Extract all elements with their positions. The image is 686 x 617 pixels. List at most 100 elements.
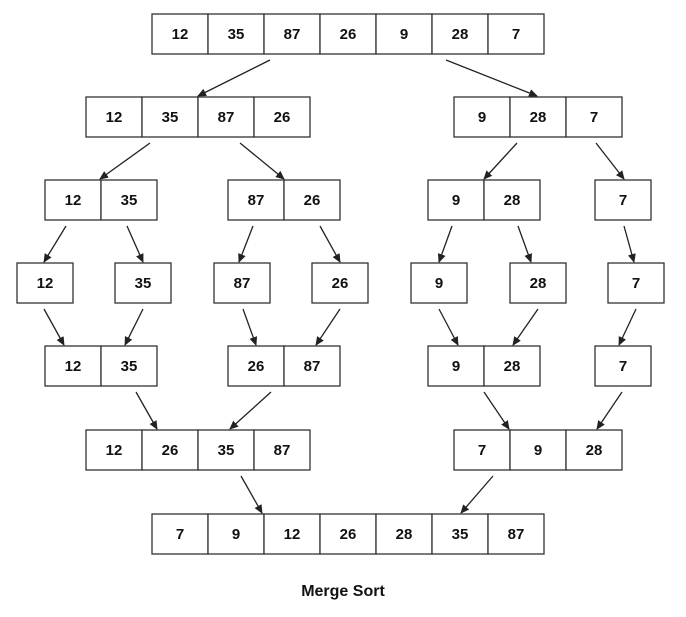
array-a3c: 87 — [213, 262, 271, 304]
array-cell-value: 12 — [284, 526, 301, 543]
array-cell-value: 87 — [274, 442, 291, 459]
array-cell-value: 26 — [274, 109, 291, 126]
array-cell — [483, 345, 541, 387]
array-cell-value: 87 — [234, 275, 251, 292]
arrow-connector — [483, 142, 518, 180]
arrow-connector — [623, 225, 636, 263]
array-cell-value: 7 — [619, 358, 627, 375]
array-cell-value: 28 — [530, 109, 547, 126]
array-cell-value: 7 — [619, 192, 627, 209]
array-cell-value: 26 — [332, 275, 349, 292]
arrow-connector — [618, 308, 637, 346]
array-a3e: 9 — [410, 262, 468, 304]
array-cell — [607, 262, 665, 304]
array-cell — [319, 13, 377, 55]
array-cell-value: 26 — [304, 192, 321, 209]
array-a2LR: 87 26 — [227, 179, 341, 221]
array-cell-value: 35 — [121, 192, 138, 209]
arrow-connector — [135, 391, 158, 430]
array-cell — [85, 429, 143, 471]
arrow-connector — [596, 391, 623, 430]
array-a3g: 7 — [607, 262, 665, 304]
arrow-connector — [437, 225, 453, 263]
array-cell-value: 35 — [452, 526, 469, 543]
array-cell-value: 28 — [452, 26, 469, 43]
arrow-connector — [124, 308, 144, 346]
array-cell — [509, 429, 567, 471]
array-cell — [16, 262, 74, 304]
arrow-connector — [126, 225, 144, 263]
array-cell-value: 28 — [504, 192, 521, 209]
arrow-connector — [319, 225, 341, 263]
array-cell — [375, 513, 433, 555]
array-cell — [151, 513, 209, 555]
array-cell-value: 9 — [534, 442, 542, 459]
arrow-connector — [438, 308, 459, 346]
arrow-connector — [197, 59, 271, 97]
arrow-connector — [99, 142, 151, 180]
array-cell-value: 12 — [37, 275, 54, 292]
array-cell — [227, 179, 285, 221]
array-cell — [565, 96, 623, 138]
array-cell-value: 87 — [248, 192, 265, 209]
array-a3a: 12 — [16, 262, 74, 304]
array-cell-value: 28 — [396, 526, 413, 543]
array-a3f: 28 — [509, 262, 567, 304]
array-cell-value: 35 — [228, 26, 245, 43]
arrow-connector — [460, 475, 494, 514]
arrow-connector — [595, 142, 625, 180]
array-cell — [114, 262, 172, 304]
arrow-connector — [238, 225, 254, 263]
array-cell — [565, 429, 623, 471]
array-cell-value: 87 — [284, 26, 301, 43]
array-cell-value: 35 — [218, 442, 235, 459]
array-cell-value: 9 — [452, 358, 460, 375]
array-cell — [487, 13, 545, 55]
array-cell-value: 26 — [340, 26, 357, 43]
array-cell-value: 7 — [590, 109, 598, 126]
array-a3d: 26 — [311, 262, 369, 304]
array-cell — [431, 13, 489, 55]
arrow-connector — [483, 391, 510, 430]
array-cell — [100, 179, 158, 221]
arrows-layer — [43, 59, 637, 514]
arrow-connector — [315, 308, 341, 346]
array-cell — [213, 262, 271, 304]
array-cell-value: 9 — [232, 526, 240, 543]
array-cell — [207, 513, 265, 555]
array-cell — [85, 96, 143, 138]
array-cell — [197, 96, 255, 138]
array-cell — [410, 262, 468, 304]
array-a2RR: 7 — [594, 179, 652, 221]
array-cell — [427, 179, 485, 221]
array-cell — [263, 13, 321, 55]
array-cell — [283, 179, 341, 221]
diagram-caption: Merge Sort — [301, 583, 385, 600]
array-a2LL: 12 35 — [44, 179, 158, 221]
array-cell-value: 28 — [586, 442, 603, 459]
array-cell — [263, 513, 321, 555]
arrow-connector — [517, 225, 533, 263]
array-cell-value: 12 — [172, 26, 189, 43]
array-cell-value: 12 — [65, 358, 82, 375]
array-cell-value: 28 — [504, 358, 521, 375]
arrow-connector — [229, 391, 272, 430]
array-a3b: 35 — [114, 262, 172, 304]
array-cell-value: 12 — [106, 442, 123, 459]
array-cell-value: 28 — [530, 275, 547, 292]
array-cell — [594, 179, 652, 221]
array-cell — [509, 96, 567, 138]
array-cell — [483, 179, 541, 221]
array-cell — [44, 179, 102, 221]
arrow-connector — [239, 142, 285, 180]
array-cell — [431, 513, 489, 555]
array-cell-value: 12 — [65, 192, 82, 209]
arrow-connector — [512, 308, 539, 346]
